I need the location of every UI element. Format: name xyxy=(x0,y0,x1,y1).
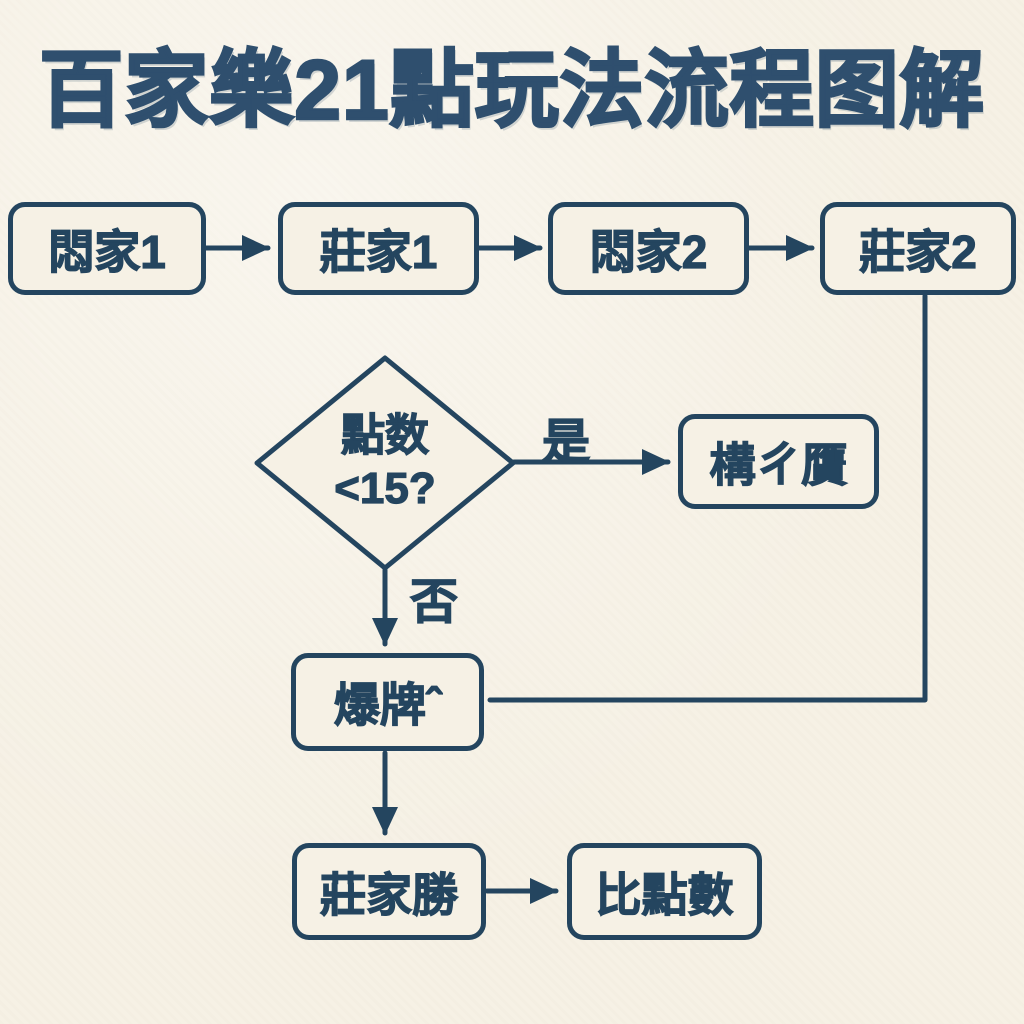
page-title: 百家樂21點玩法流程图解 xyxy=(38,43,985,137)
node-player2: 悶家2 xyxy=(548,202,749,295)
no-label: 否 xyxy=(409,575,458,629)
node-compare-points: 比點數 xyxy=(567,843,762,940)
node-banker-wins: 莊家勝 xyxy=(292,843,486,940)
node-player1: 悶家1 xyxy=(8,202,206,295)
node-bust: 爆牌ˆ xyxy=(291,653,484,751)
node-banker2: 莊家2 xyxy=(820,202,1016,295)
decision-line2: <15? xyxy=(334,463,437,513)
node-draw-card: 構ㄔ贋 xyxy=(678,414,879,509)
decision-points-lt-15: 點数 <15? xyxy=(257,358,513,568)
decision-line1: 點数 xyxy=(340,411,429,461)
connector-banker2-to-bust xyxy=(487,293,928,703)
node-banker1: 莊家1 xyxy=(278,202,479,295)
yes-label: 是 xyxy=(541,415,590,469)
